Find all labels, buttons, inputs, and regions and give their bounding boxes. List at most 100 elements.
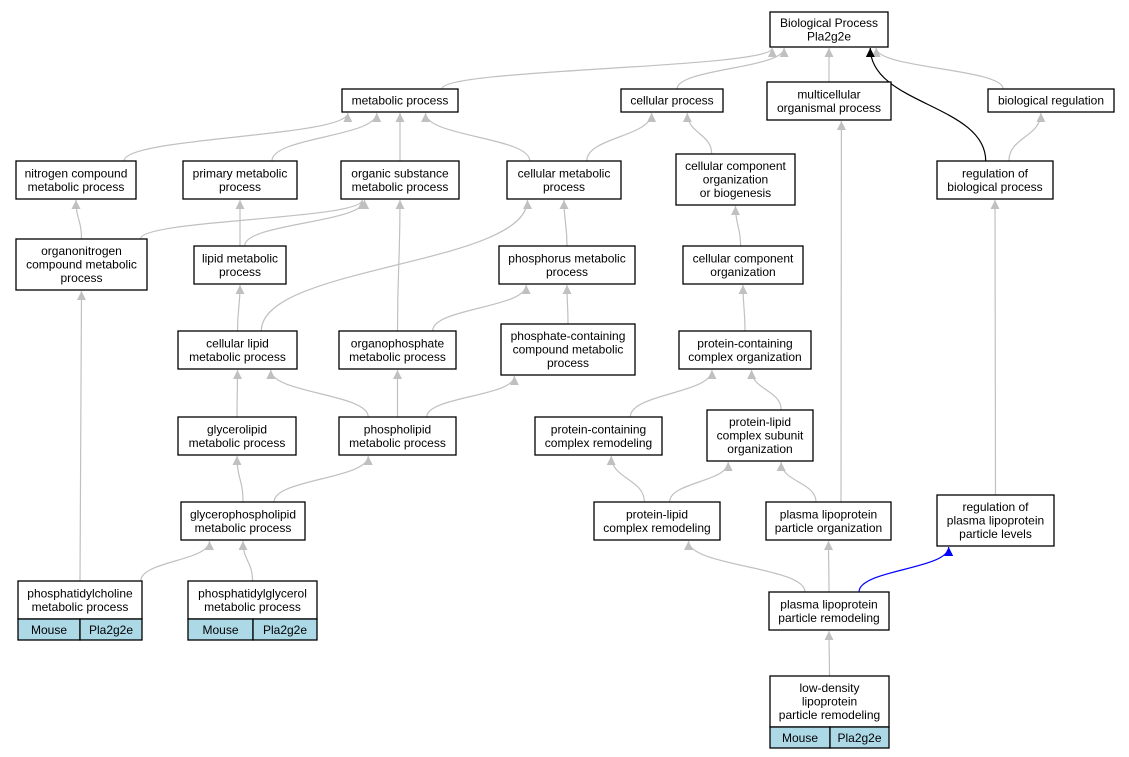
edge-celllipid-to-lipid: [235, 284, 245, 332]
edge-cco-to-ccob: [731, 205, 742, 247]
edge-plpr-to-regplpl: [858, 546, 954, 593]
term-box: [765, 501, 892, 541]
term-box: [17, 580, 143, 620]
term-label-line: plasma lipoprotein: [947, 514, 1044, 528]
term-label-line: protein-lipid: [729, 415, 791, 429]
go-term-cellular: cellular process: [620, 88, 724, 113]
term-label-line: particle levels: [959, 527, 1032, 541]
term-label-line: Biological Process: [780, 16, 878, 30]
term-box: [620, 88, 724, 113]
edge-regplpl-to-regbio: [990, 199, 1000, 496]
term-label-line: process: [546, 265, 588, 279]
term-box: [987, 88, 1115, 113]
edge-plcso-to-pcco: [747, 369, 782, 411]
edge-plpr-to-plcr: [684, 540, 806, 593]
term-label-line: regulation of: [962, 166, 1029, 180]
term-label-line: phosphatidylglycerol: [198, 586, 307, 600]
term-label-line: glycerolipid: [207, 422, 267, 436]
term-box: [498, 245, 636, 285]
term-label-line: phosphorus metabolic: [508, 251, 625, 265]
term-label-line: protein-containing: [551, 422, 646, 436]
term-box: [706, 409, 814, 462]
edge-ccob-to-cellular: [682, 112, 713, 155]
term-box: [593, 501, 721, 541]
edge-metabolic-to-root: [441, 47, 777, 90]
term-box: [506, 160, 622, 200]
term-label-line: compound metabolic: [513, 343, 624, 357]
edge-celllipid-to-cellmet: [260, 199, 532, 332]
term-box: [682, 245, 804, 285]
term-label-line: biological process: [947, 180, 1042, 194]
term-label-line: protein-containing: [697, 336, 792, 350]
term-label-line: complex remodeling: [603, 521, 710, 535]
edge-plcr-to-plcso: [669, 461, 733, 503]
term-label-line: protein-lipid: [626, 507, 688, 521]
term-label-line: cellular component: [693, 251, 794, 265]
term-box: [675, 153, 796, 206]
edge-plpo-to-plcso: [776, 461, 817, 503]
term-box: [187, 580, 318, 620]
term-label-line: metabolic process: [195, 521, 292, 535]
edge-phospholipid-to-celllipid: [266, 369, 369, 418]
term-label-line: regulation of: [962, 500, 1029, 514]
organism-cell-label: Mouse: [31, 623, 67, 637]
edge-plpr-to-plpo: [824, 540, 834, 593]
term-box: [338, 330, 457, 370]
term-label-line: plasma lipoprotein: [780, 507, 877, 521]
term-label-line: organophosphate: [351, 336, 445, 350]
term-label-line: cellular process: [630, 94, 713, 108]
term-box: [936, 160, 1054, 200]
term-label-line: phosphatidylcholine: [27, 586, 133, 600]
term-label-line: glycerophospholipid: [190, 507, 296, 521]
term-label-line: phospholipid: [364, 422, 431, 436]
term-box: [936, 494, 1055, 547]
term-box: [177, 330, 298, 370]
edge-layer: [71, 47, 1046, 677]
term-box: [341, 88, 459, 113]
term-label-line: metabolic process: [189, 350, 286, 364]
term-box: [15, 160, 137, 200]
term-box: [180, 501, 306, 541]
term-box: [534, 416, 663, 456]
gene-cell-label: Pla2g2e: [263, 623, 307, 637]
term-label-line: process: [219, 265, 261, 279]
term-box: [338, 416, 457, 456]
term-label-line: metabolic process: [352, 180, 449, 194]
term-label-line: process: [219, 180, 261, 194]
edge-pcco-to-cco: [738, 284, 748, 332]
edge-cellular-to-root: [676, 47, 789, 90]
edge-bioreg-to-root: [871, 47, 1004, 90]
term-label-line: multicellular: [797, 87, 860, 101]
term-label-line: complex subunit: [717, 429, 804, 443]
edge-organonitrogen-to-organic: [139, 199, 367, 240]
edge-organonitrogen-to-nitrogen: [71, 199, 83, 240]
edge-primary-to-metabolic: [271, 112, 382, 162]
term-label-line: low-density: [799, 681, 859, 695]
term-box: [182, 160, 298, 200]
edge-glycerophospholipid-to-glycerolipid: [232, 455, 244, 503]
go-term-bioreg: biological regulation: [987, 88, 1115, 113]
term-box: [769, 11, 889, 48]
term-label-line: organization: [727, 442, 792, 456]
term-label-line: complex organization: [688, 350, 801, 364]
term-box: [768, 591, 890, 631]
term-label-line: or biogenesis: [700, 186, 771, 200]
edge-regbio-to-bioreg: [1008, 112, 1046, 162]
